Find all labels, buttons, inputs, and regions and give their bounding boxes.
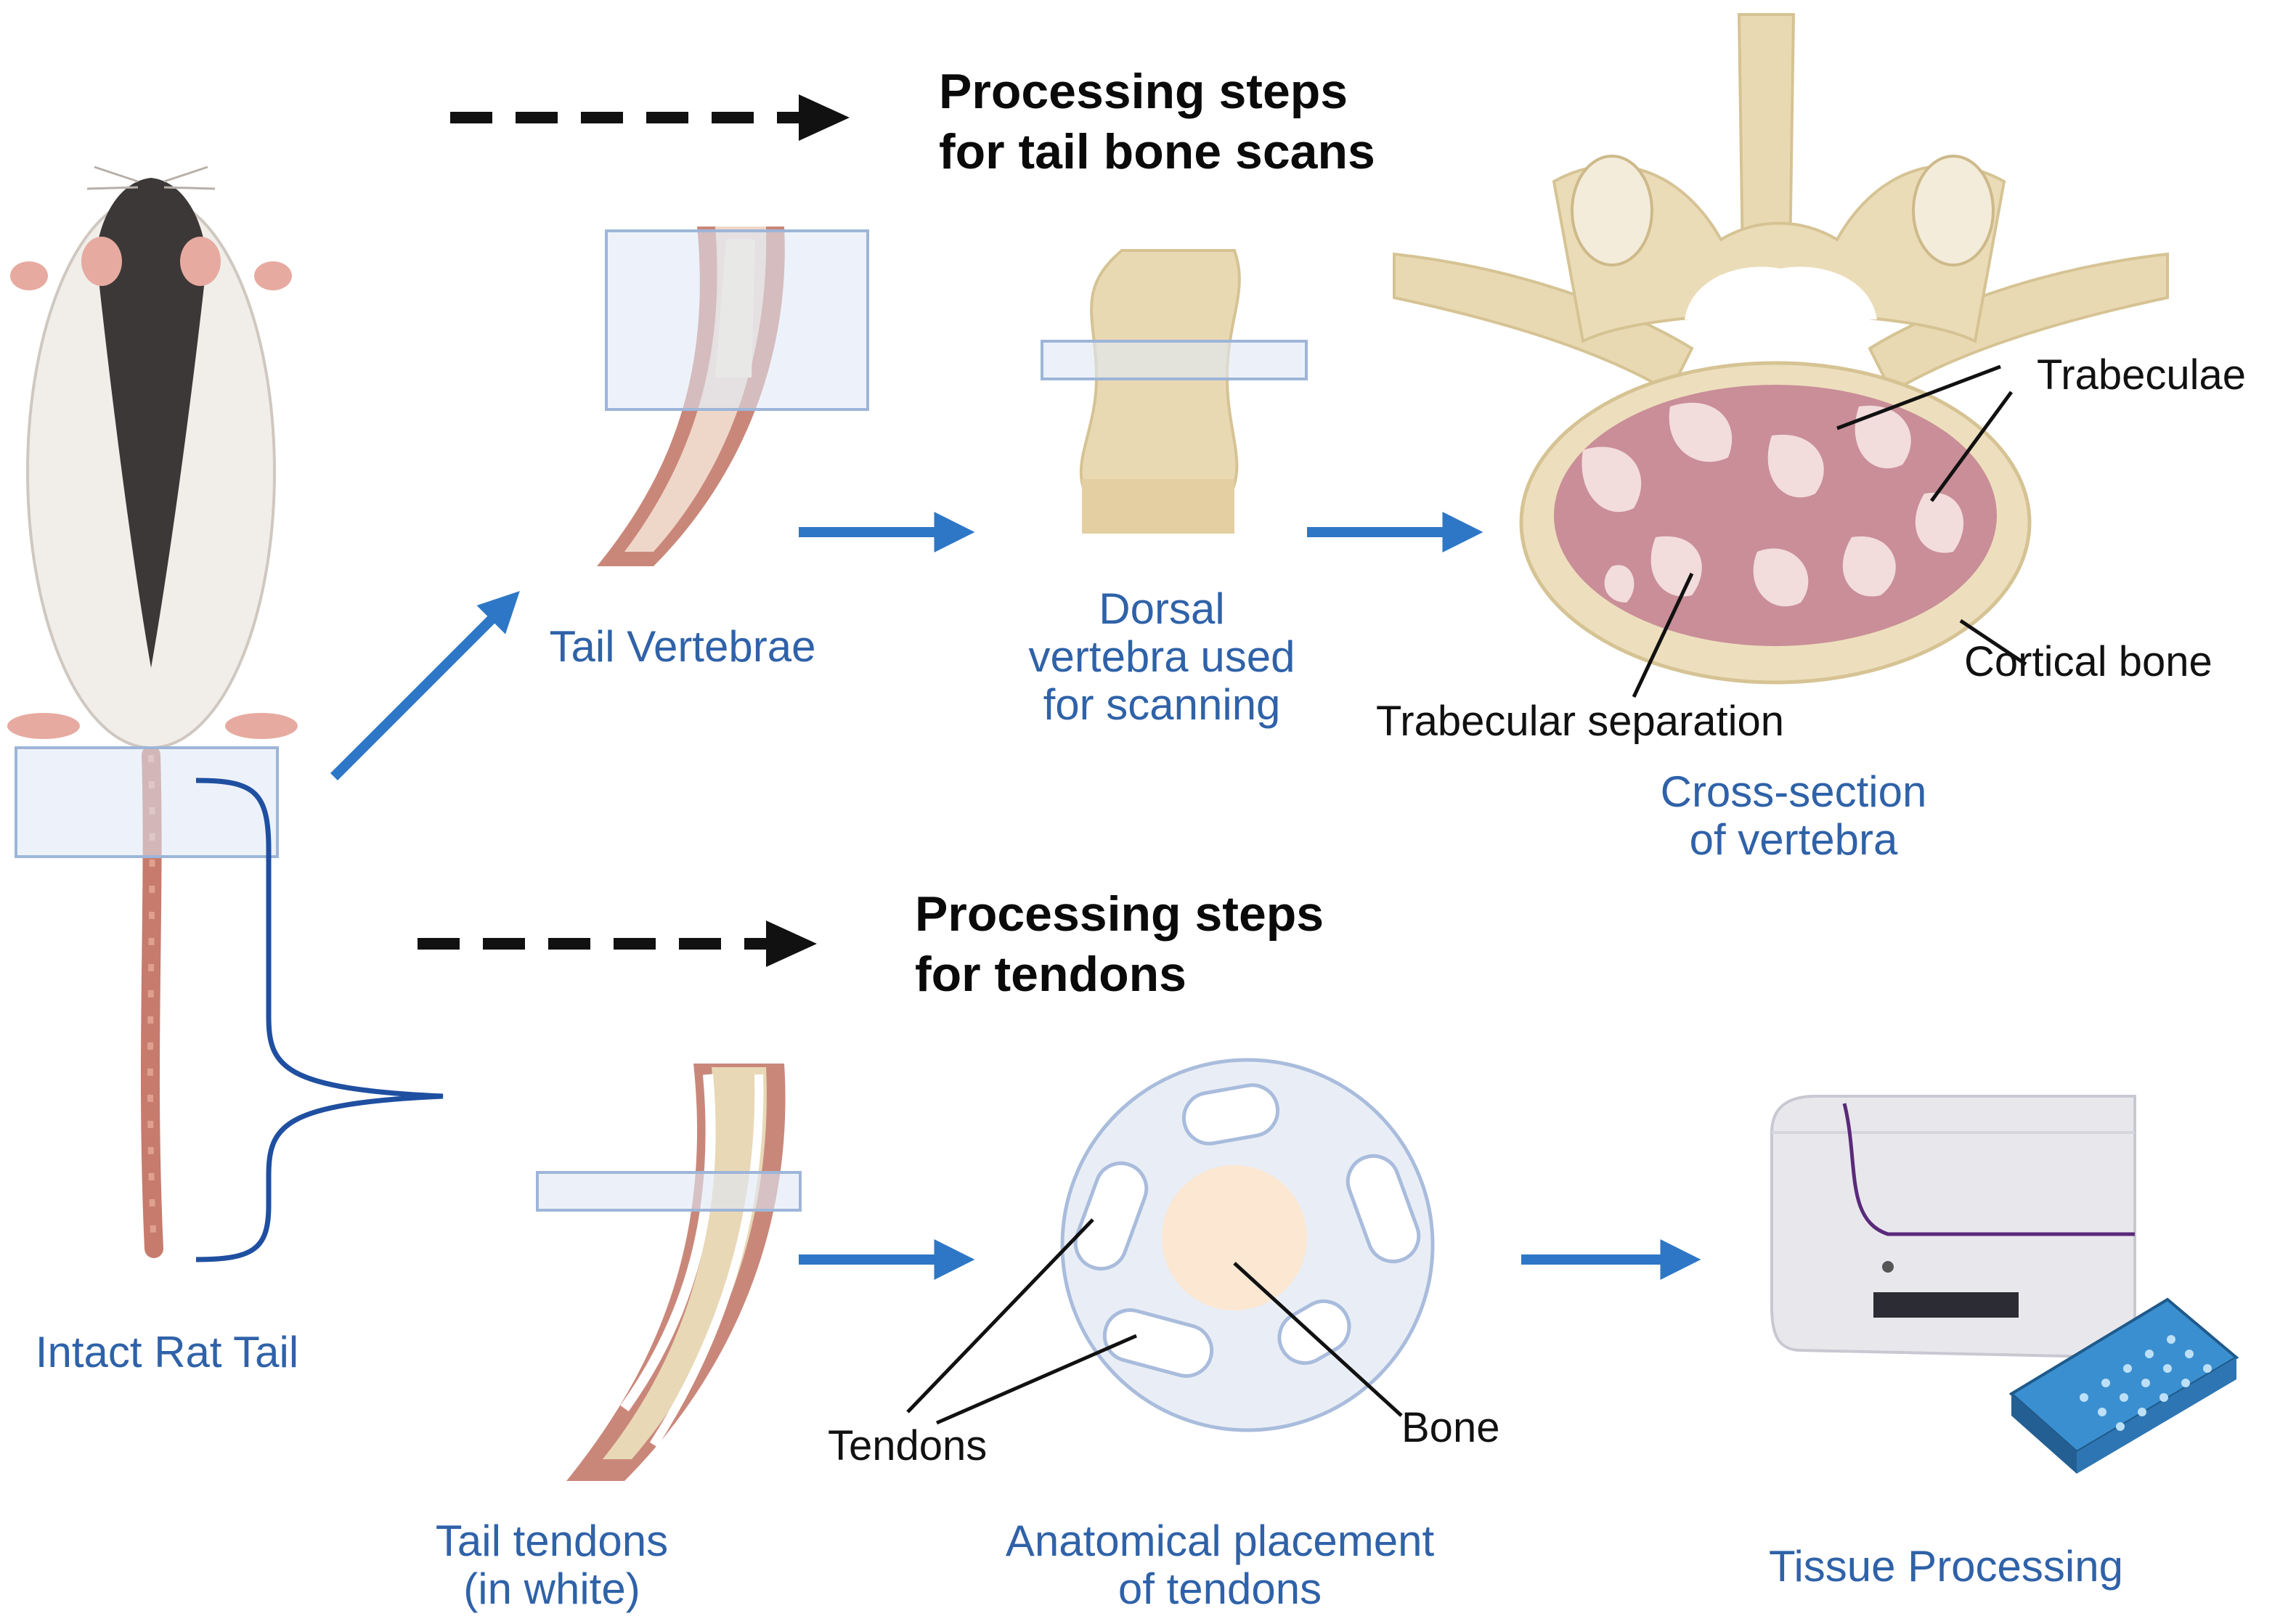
leader-lines-bottom [906, 1218, 1403, 1425]
tendon-ring-icon [1060, 1058, 1435, 1432]
leader-lines-top [1632, 364, 2027, 698]
caption-cross-line1: Cross-section [1660, 767, 1927, 816]
bone-processing-heading: Processing steps for tail bone scans [939, 62, 1375, 182]
caption-dorsal-line1: Dorsal [1099, 584, 1225, 633]
bone-heading-line1: Processing steps [939, 64, 1348, 119]
rat-icon [7, 166, 298, 1258]
label-cortical-bone: Cortical bone [1964, 638, 2212, 685]
dashed-arrowhead-top [799, 94, 850, 141]
caption-placement-line2: of tendons [1118, 1564, 1322, 1613]
bone-heading-line2: for tail bone scans [939, 123, 1375, 179]
curly-brace [195, 778, 444, 1262]
caption-intact-rat-tail: Intact Rat Tail [15, 1329, 319, 1376]
well-plate-icon [2008, 1297, 2239, 1474]
caption-dorsal-vertebra: Dorsal vertebra used for scanning [995, 585, 1329, 729]
caption-tail-vertebrae: Tail Vertebrae [523, 623, 842, 671]
tail-segment-icon [597, 227, 869, 566]
caption-tissue-processing: Tissue Processing [1743, 1543, 2149, 1591]
caption-placement-line1: Anatomical placement [1005, 1517, 1435, 1565]
caption-anatomical-placement: Anatomical placement of tendons [958, 1517, 1481, 1613]
caption-cross-section: Cross-section of vertebra [1627, 768, 1961, 864]
label-trabecular-separation: Trabecular separation [1376, 698, 1785, 745]
tendon-segment-icon [536, 1064, 802, 1481]
dashed-arrowhead-bottom [766, 921, 817, 967]
vertebra-icon [1041, 249, 1308, 534]
caption-intact-rat-tail-text: Intact Rat Tail [35, 1328, 299, 1376]
caption-tissue-processing-text: Tissue Processing [1769, 1542, 2123, 1591]
caption-dorsal-line2: vertebra used [1028, 632, 1295, 681]
tendon-heading-line1: Processing steps [915, 886, 1324, 942]
tendon-processing-heading: Processing steps for tendons [915, 884, 1324, 1005]
caption-tail-tendons: Tail tendons (in white) [385, 1517, 719, 1613]
tendon-heading-line2: for tendons [915, 946, 1186, 1002]
caption-tail-vertebrae-text: Tail Vertebrae [549, 622, 816, 671]
caption-tendons-line1: Tail tendons [435, 1517, 669, 1565]
tissue-processor-icon [1770, 1095, 2136, 1360]
vertebra-cross-section-icon [1393, 13, 2169, 685]
arrow-to-vertebrae [330, 591, 520, 780]
label-bone: Bone [1401, 1404, 1500, 1451]
label-tendons: Tendons [828, 1422, 988, 1469]
label-trabeculae: Trabeculae [2037, 351, 2247, 399]
caption-cross-line2: of vertebra [1689, 815, 1898, 864]
caption-dorsal-line3: for scanning [1043, 680, 1281, 729]
caption-tendons-line2: (in white) [463, 1564, 640, 1613]
